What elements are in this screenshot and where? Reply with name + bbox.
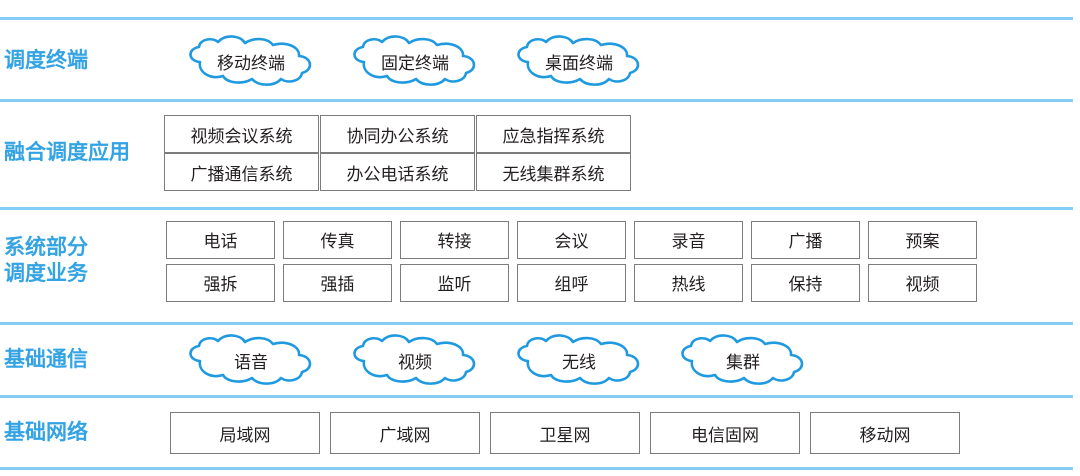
layer-body-communication: 语音 视频 无线 [160, 334, 1080, 386]
node-video-conference-system[interactable]: 视频会议系统 [164, 115, 319, 153]
node-telephone[interactable]: 电话 [166, 220, 275, 259]
layer-body-terminal: 移动终端 固定终端 桌面终端 [160, 35, 1080, 87]
node-hold[interactable]: 保持 [751, 263, 860, 302]
cloud-node-label: 桌面终端 [545, 53, 613, 73]
layer-label-terminal: 调度终端 [4, 49, 88, 73]
node-monitoring[interactable]: 监听 [400, 263, 509, 302]
cloud-node-trunking[interactable]: 集群 [670, 334, 816, 386]
node-broadcast-communication-system[interactable]: 广播通信系统 [164, 153, 319, 191]
cloud-shape-icon [189, 35, 312, 86]
cloud-shape-icon [517, 334, 640, 385]
divider-rule-business-communication [0, 322, 1073, 325]
layer-body-business: 电话 传真 转接 会议 录音 广播 预案 强拆 强插 监听 组呼 热线 保持 视… [160, 220, 1080, 302]
box-group-application: 视频会议系统 协同办公系统 应急指挥系统 广播通信系统 办公电话系统 无线集群系… [160, 115, 1080, 191]
cloud-node-label: 语音 [234, 352, 268, 372]
node-group-call[interactable]: 组呼 [517, 263, 626, 302]
node-satellite-network[interactable]: 卫星网 [490, 412, 640, 454]
layer-row-network: 基础网络 局域网 广域网 卫星网 电信固网 移动网 [0, 409, 1080, 457]
cloud-node-mobile-terminal[interactable]: 移动终端 [178, 35, 324, 87]
node-transfer[interactable]: 转接 [400, 220, 509, 259]
node-wan[interactable]: 广域网 [330, 412, 480, 454]
node-mobile-network[interactable]: 移动网 [810, 412, 960, 454]
layer-row-communication: 基础通信 语音 视频 [0, 332, 1080, 388]
cloud-shape-icon [353, 35, 476, 86]
node-forced-release[interactable]: 强拆 [166, 263, 275, 302]
node-recording[interactable]: 录音 [634, 220, 743, 259]
divider-rule-terminal-application [0, 99, 1073, 102]
node-broadcast[interactable]: 广播 [751, 220, 860, 259]
cloud-node-label: 集群 [726, 352, 760, 372]
node-emergency-command-system[interactable]: 应急指挥系统 [476, 115, 631, 153]
layer-label-network: 基础网络 [4, 421, 88, 445]
layer-body-network: 局域网 广域网 卫星网 电信固网 移动网 [160, 412, 1080, 454]
layer-row-business: 系统部分 调度业务 电话 传真 转接 会议 录音 广播 预案 强拆 强插 监听 … [0, 218, 1080, 304]
node-conference[interactable]: 会议 [517, 220, 626, 259]
node-video[interactable]: 视频 [868, 263, 977, 302]
divider-rule-top [0, 17, 1073, 20]
cloud-shape-icon [189, 334, 312, 385]
cloud-group-terminal: 移动终端 固定终端 桌面终端 [160, 35, 1080, 87]
node-hotline[interactable]: 热线 [634, 263, 743, 302]
cloud-group-communication: 语音 视频 无线 [160, 334, 1080, 386]
divider-rule-communication-network [0, 395, 1073, 398]
layer-label-communication: 基础通信 [4, 348, 88, 372]
cloud-node-video[interactable]: 视频 [342, 334, 488, 386]
layer-body-application: 视频会议系统 协同办公系统 应急指挥系统 广播通信系统 办公电话系统 无线集群系… [160, 115, 1080, 191]
cloud-node-voice[interactable]: 语音 [178, 334, 324, 386]
divider-rule-application-business [0, 207, 1073, 210]
node-collaborative-office-system[interactable]: 协同办公系统 [320, 115, 475, 153]
node-forced-insert[interactable]: 强插 [283, 263, 392, 302]
cloud-node-fixed-terminal[interactable]: 固定终端 [342, 35, 488, 87]
layer-row-application: 融合调度应用 视频会议系统 协同办公系统 应急指挥系统 广播通信系统 办公电话系… [0, 107, 1080, 199]
cloud-node-label: 固定终端 [381, 53, 449, 73]
cloud-node-label: 无线 [562, 352, 596, 372]
node-fax[interactable]: 传真 [283, 220, 392, 259]
node-office-telephone-system[interactable]: 办公电话系统 [320, 153, 475, 191]
cloud-shape-icon [353, 334, 476, 385]
cloud-shape-icon [517, 35, 640, 86]
cloud-shape-icon [681, 334, 804, 385]
cloud-node-label: 移动终端 [217, 53, 285, 73]
layer-row-terminal: 调度终端 移动终端 固定终端 [0, 32, 1080, 90]
node-wireless-trunking-system[interactable]: 无线集群系统 [476, 153, 631, 191]
node-contingency-plan[interactable]: 预案 [868, 220, 977, 259]
box-group-network: 局域网 广域网 卫星网 电信固网 移动网 [160, 412, 1080, 454]
box-group-business: 电话 传真 转接 会议 录音 广播 预案 强拆 强插 监听 组呼 热线 保持 视… [160, 220, 1080, 302]
divider-rule-bottom [0, 467, 1073, 470]
node-telecom-fixed-network[interactable]: 电信固网 [650, 412, 800, 454]
layer-label-business: 系统部分 调度业务 [4, 236, 88, 285]
node-lan[interactable]: 局域网 [170, 412, 320, 454]
cloud-node-wireless[interactable]: 无线 [506, 334, 652, 386]
cloud-node-label: 视频 [398, 352, 432, 372]
cloud-node-desktop-terminal[interactable]: 桌面终端 [506, 35, 652, 87]
layer-label-application: 融合调度应用 [4, 141, 130, 165]
